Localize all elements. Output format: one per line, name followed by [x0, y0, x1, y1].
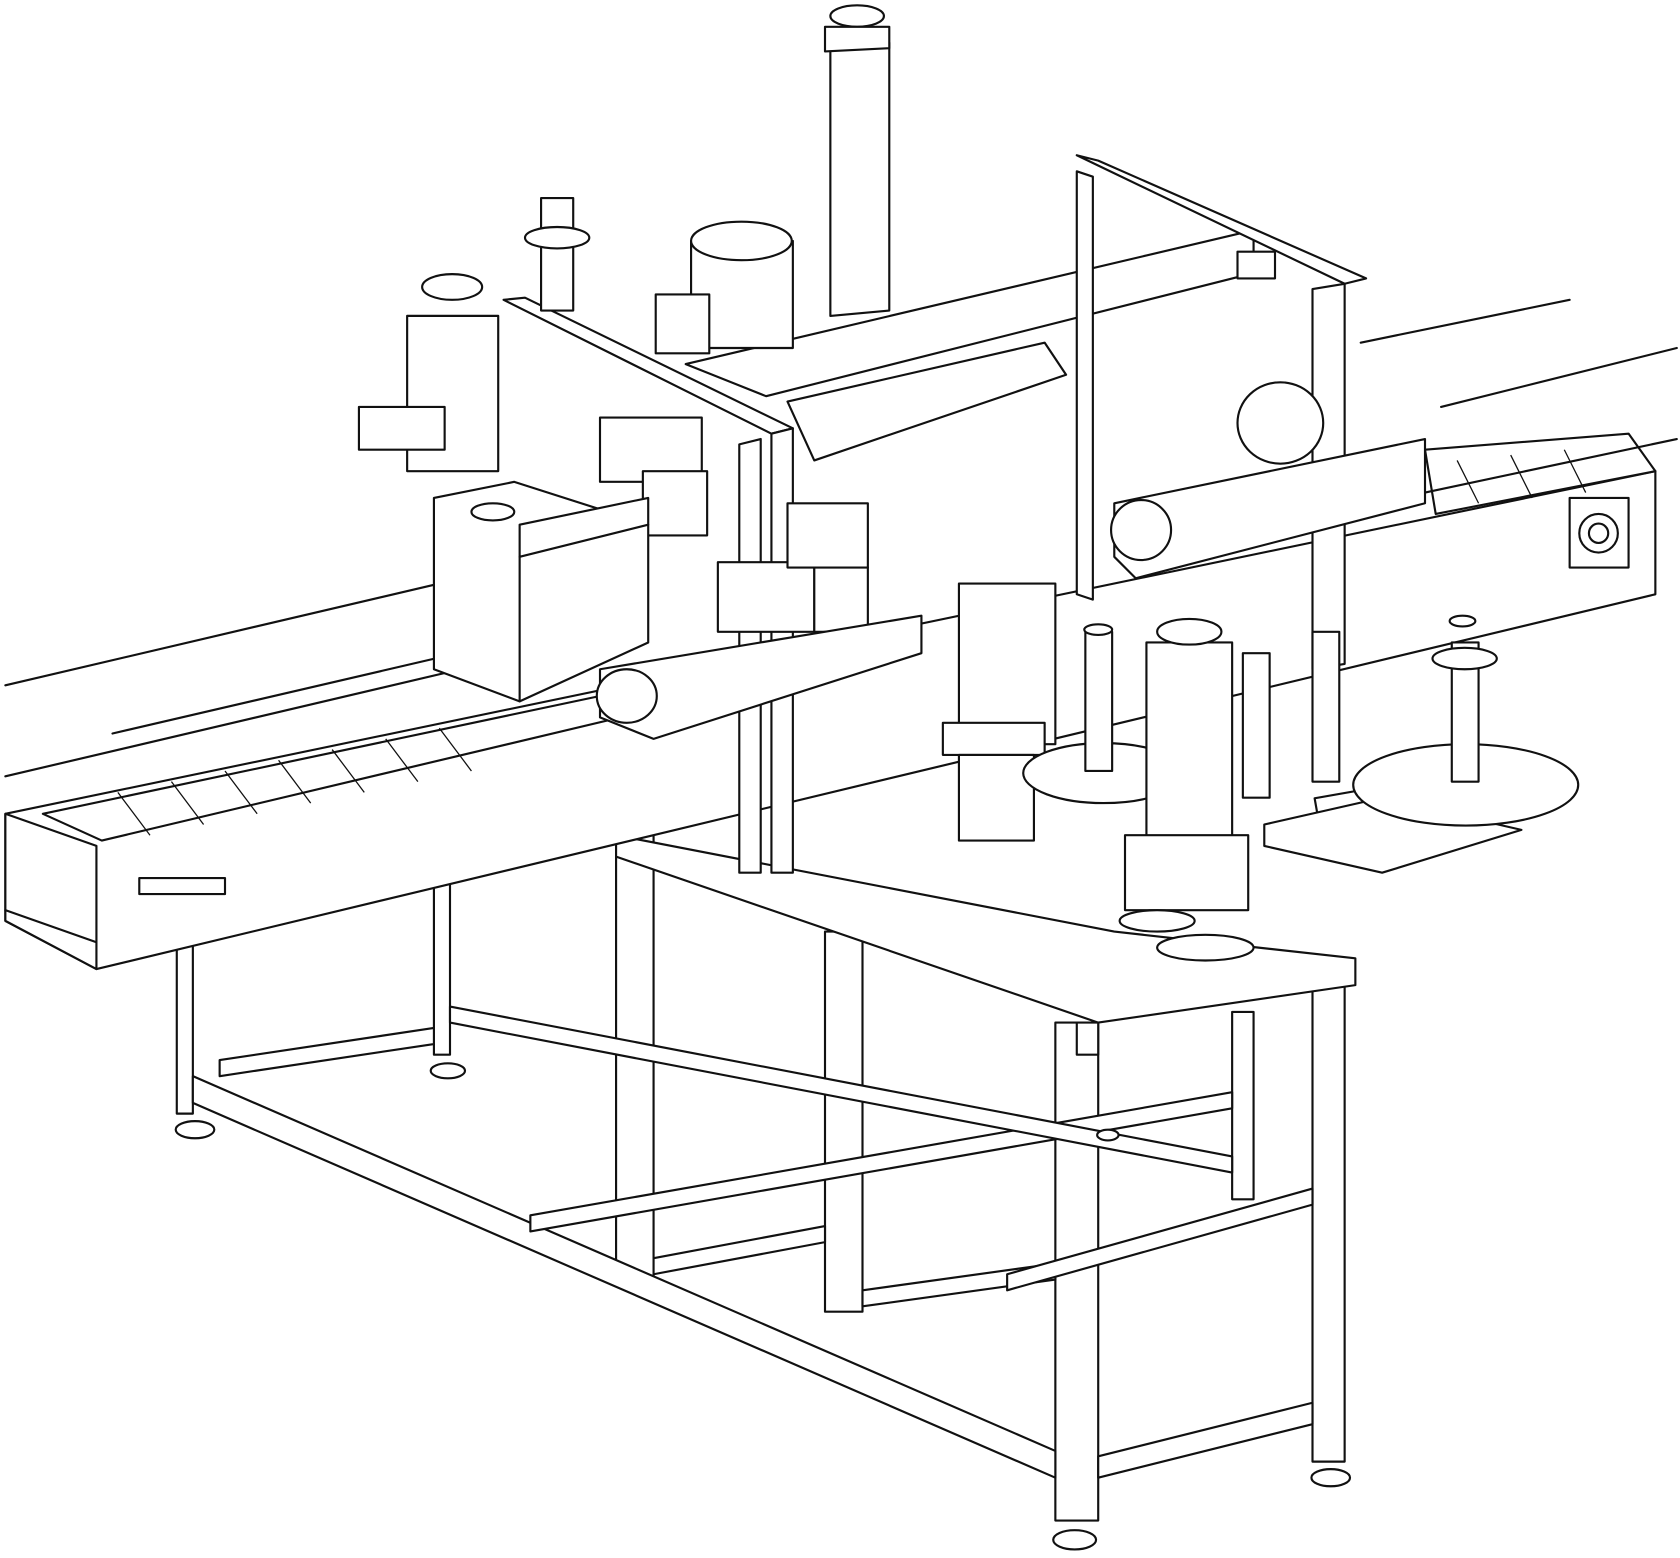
base-frame — [174, 834, 1357, 1551]
motor-top — [654, 220, 794, 355]
label-reel-post-right — [1118, 617, 1341, 962]
motor-center — [716, 502, 869, 633]
labeling-head-right — [1109, 437, 1427, 580]
motor-left — [598, 416, 709, 537]
belt-top — [786, 341, 1068, 462]
gantry-frame — [502, 154, 1368, 874]
top-column — [823, 4, 891, 317]
label-reel-right-2 — [1263, 614, 1580, 874]
label-reel-post-left — [357, 197, 591, 473]
label-reel-right-1 — [1022, 623, 1185, 805]
labeling-head-left — [595, 614, 923, 740]
conveyor-slats — [117, 449, 1587, 836]
conveyor — [4, 298, 1678, 971]
canister — [432, 480, 650, 703]
motor-right — [1236, 381, 1325, 465]
sensor-block — [941, 582, 1057, 842]
